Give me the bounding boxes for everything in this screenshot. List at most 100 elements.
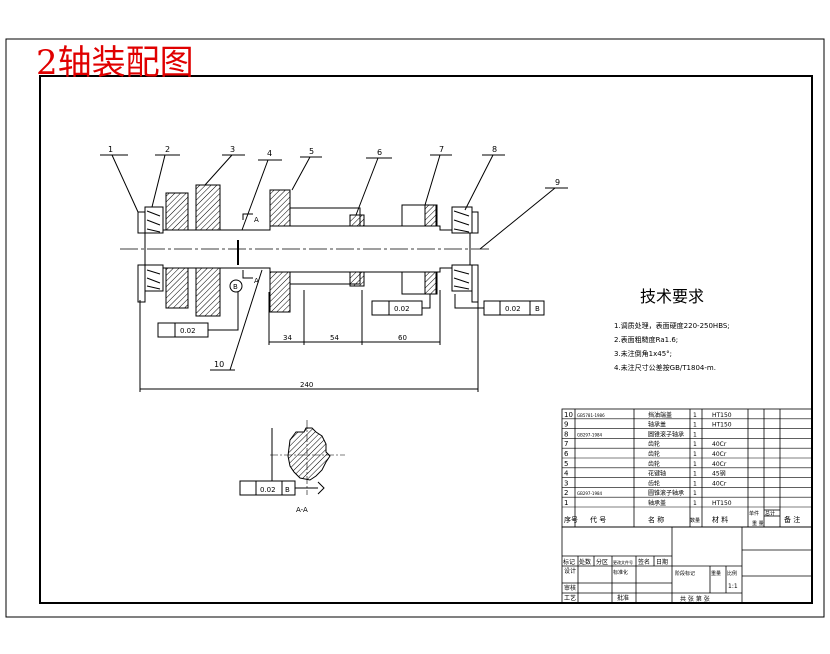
tb-sheets: 共 张 第 张 xyxy=(680,595,710,603)
tol-value-1: 0.02 xyxy=(180,327,196,335)
balloon-8: 8 xyxy=(492,145,497,154)
tol-value-3: 0.02 xyxy=(505,305,521,313)
bom-cell-qty: 1 xyxy=(693,461,697,468)
bom-cell-name: 齿轮 xyxy=(648,450,660,458)
title-block xyxy=(561,526,813,604)
bom-cell-mat: HT150 xyxy=(712,422,732,429)
bom-cell-mat: 40Cr xyxy=(712,441,727,448)
balloon-10: 10 xyxy=(214,360,224,369)
bom-header-qty: 数量 xyxy=(690,517,700,524)
section-label: A-A xyxy=(296,506,308,514)
tol-datum-3: B xyxy=(535,305,540,313)
bom-cell-qty: 1 xyxy=(693,500,697,507)
tol-value-2: 0.02 xyxy=(394,305,410,313)
bom-cell-code: GB297-1984 xyxy=(577,432,603,437)
shaft-assembly xyxy=(100,154,568,392)
bom-cell-qty: 1 xyxy=(693,480,697,487)
bom-header-single: 单件 xyxy=(749,510,759,517)
bom-cell-qty: 1 xyxy=(693,431,697,438)
section-tol-value: 0.02 xyxy=(260,486,276,494)
dim-34: 34 xyxy=(283,334,292,342)
gear-6 xyxy=(349,214,365,287)
gear-5 xyxy=(269,189,361,313)
bom-cell-no: 8 xyxy=(564,430,568,438)
bom-cell-name: 圆锥滚子轴承 xyxy=(648,489,684,497)
bom-header-mat: 材 料 xyxy=(712,515,728,524)
inner-frame xyxy=(39,75,813,604)
balloon-3: 3 xyxy=(230,145,235,154)
tb-sign: 签名 xyxy=(638,558,650,566)
bom-cell-no: 3 xyxy=(564,479,568,487)
bom-cell-name: 轴承盖 xyxy=(648,421,666,429)
balloon-9: 9 xyxy=(555,178,560,187)
bom-header-remark: 备 注 xyxy=(784,515,800,524)
bom-cell-name: 齿轮 xyxy=(648,460,660,468)
bom-cell-qty: 1 xyxy=(693,412,697,419)
bom-cell-no: 6 xyxy=(564,450,569,458)
tb-scale-value: 1:1 xyxy=(728,583,738,590)
tech-note-4: 4.未注尺寸公差按GB/T1804-m. xyxy=(614,363,716,372)
dim-60: 60 xyxy=(398,334,407,342)
section-tol-datum: B xyxy=(285,486,290,494)
tb-weight: 重量 xyxy=(711,570,721,577)
bom-header-weight: 重 量 xyxy=(752,520,764,527)
section-a-a xyxy=(239,420,345,496)
balloon-labels: 1 2 3 4 5 6 7 8 9 10 xyxy=(108,145,560,369)
bom-cell-name: 圆锥滚子轴承 xyxy=(648,430,684,438)
bom-cell-name: 齿轮 xyxy=(648,440,660,448)
bom-cell-mat: 40Cr xyxy=(712,461,727,468)
bom-cell-code: GB297-1984 xyxy=(577,491,603,496)
bom-cell-name: 花键轴 xyxy=(648,470,666,478)
tb-stage: 阶段标记 xyxy=(675,570,695,577)
tech-heading: 技术要求 xyxy=(640,287,704,306)
tech-note-2: 2.表面粗糙度Ra1.6; xyxy=(614,335,678,344)
tb-scale: 比例 xyxy=(727,570,737,577)
balloon-7: 7 xyxy=(439,145,444,154)
bom-cell-no: 9 xyxy=(564,421,568,429)
bom-cell-name: 挡油端盖 xyxy=(648,411,672,419)
bom-cell-qty: 1 xyxy=(693,451,697,458)
datum-label: B xyxy=(233,283,238,291)
bom-cell-qty: 1 xyxy=(693,471,697,478)
balloon-6: 6 xyxy=(377,148,382,157)
tech-note-1: 1.调质处理，表面硬度220-250HBS; xyxy=(614,321,730,330)
right-cover xyxy=(471,211,479,303)
dim-240: 240 xyxy=(300,381,313,389)
section-mark-top: A xyxy=(254,216,259,224)
bom-cell-name: 轴承盖 xyxy=(648,499,666,507)
bom-cell-code: GB5781-1986 xyxy=(577,413,605,418)
dim-54: 54 xyxy=(330,334,339,342)
tb-change-doc: 更改文件号 xyxy=(613,559,633,565)
balloon-1: 1 xyxy=(108,145,113,154)
bom-cell-no: 7 xyxy=(564,440,568,448)
bom-cell-name: 齿轮 xyxy=(648,479,660,487)
bom-cell-no: 2 xyxy=(564,489,568,497)
page-title: 2轴装配图 xyxy=(36,43,194,83)
tb-process: 工艺 xyxy=(564,594,576,602)
left-cover xyxy=(137,211,146,303)
bom-cell-mat: 40Cr xyxy=(712,451,727,458)
bom-cell-mat: HT150 xyxy=(712,500,732,507)
gear-7 xyxy=(401,204,438,295)
bom-cell-no: 1 xyxy=(564,499,568,507)
outer-border xyxy=(5,38,825,618)
section-mark-bottom: A xyxy=(254,277,259,285)
balloon-2: 2 xyxy=(165,145,170,154)
bom-header-name: 名 称 xyxy=(648,515,664,524)
bom-cell-qty: 1 xyxy=(693,490,697,497)
tech-note-3: 3.未注倒角1x45°; xyxy=(614,349,672,358)
bom-cell-mat: HT150 xyxy=(712,412,732,419)
bom-header-total: 总计 xyxy=(765,510,775,517)
tb-approve: 批准 xyxy=(617,594,629,602)
bom-header-code: 代 号 xyxy=(590,515,606,524)
bom-cell-qty: 1 xyxy=(693,422,697,429)
gear-3 xyxy=(165,184,221,317)
balloon-4: 4 xyxy=(267,149,272,158)
bom-cell-mat: 45钢 xyxy=(712,470,726,478)
tb-review: 审核 xyxy=(564,584,576,592)
tb-design: 设计 xyxy=(564,567,576,575)
bom-cell-no: 4 xyxy=(564,470,569,478)
balloon-5: 5 xyxy=(309,147,314,156)
tb-zone: 分区 xyxy=(596,558,608,566)
